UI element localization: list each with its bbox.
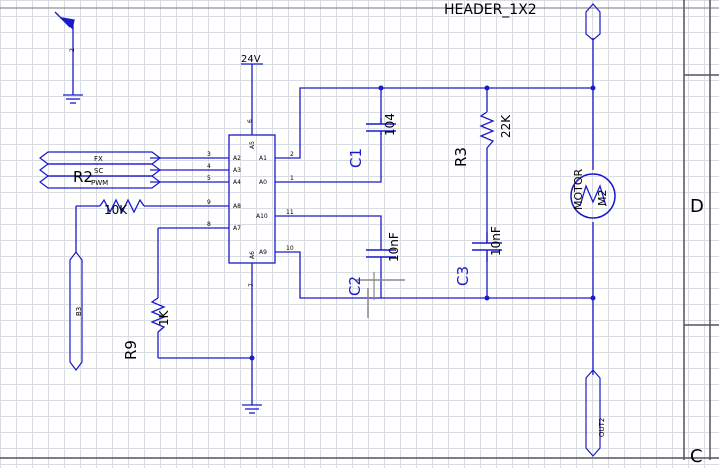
ic-pin-name: A7 (233, 225, 241, 232)
ic-pin-num: 3 (207, 151, 211, 158)
ic-pin-name: A10 (256, 213, 268, 220)
zone-label-c: C (690, 446, 703, 467)
header-port[interactable] (585, 3, 601, 41)
capacitor-c2[interactable] (355, 243, 405, 318)
value-c1: 104 (383, 113, 397, 136)
ic-pin-name: A9 (259, 249, 267, 256)
input-wires (75, 157, 252, 359)
value-r3: 22K (499, 114, 513, 138)
ic-pin-name: A0 (259, 179, 267, 186)
ref-c3: C3 (454, 266, 472, 286)
ref-motor: MOTOR (572, 168, 585, 210)
value-c3: 10nF (489, 226, 503, 256)
transistor-fragment[interactable] (54, 11, 83, 104)
ic-pin-num: 10 (286, 245, 294, 252)
ic-pin-num: 6 (247, 119, 254, 123)
value-motor: M2 (596, 190, 609, 207)
ic-pin-name: A5 (249, 141, 256, 149)
port-label-pwm: PWM (91, 179, 108, 187)
resistor-r3[interactable] (479, 111, 495, 149)
ic-pin-num: 11 (286, 209, 294, 216)
zone-label-d: D (690, 196, 704, 217)
ic-pin-num: 7 (248, 283, 255, 287)
junction (484, 295, 490, 301)
ref-c1: C1 (347, 148, 365, 168)
port-label-out2: OUT2 (598, 418, 606, 437)
value-r2: 10K (104, 203, 128, 217)
resistor-r2[interactable] (99, 198, 145, 214)
power-24v[interactable] (241, 63, 263, 135)
ref-r3: R3 (452, 147, 470, 167)
pin-number: 2 (69, 48, 76, 52)
ic-pin-num: 9 (207, 199, 211, 206)
junction (249, 355, 255, 361)
ic-ground[interactable] (242, 263, 262, 414)
ic-pin-num: 1 (290, 175, 294, 182)
ic-pin-name: A8 (233, 203, 241, 210)
port-label-sc: SC (94, 167, 103, 175)
motor-symbol (579, 184, 607, 207)
port-b3[interactable] (69, 251, 83, 371)
value-r9: 1K (157, 309, 171, 326)
junction (590, 85, 596, 91)
ic-pin-num: 4 (207, 163, 211, 170)
ref-r9: R9 (122, 340, 140, 360)
ic-pin-num: 8 (207, 221, 211, 228)
header-label: HEADER_1X2 (444, 2, 537, 18)
ic-pin-name: A4 (233, 179, 241, 186)
junction (378, 85, 384, 91)
port-label-fx: FX (94, 155, 103, 163)
junction (590, 295, 596, 301)
ref-c2: C2 (346, 276, 364, 296)
junction (484, 85, 490, 91)
ic-pin-num: 5 (207, 175, 211, 182)
port-label-b3: B3 (75, 307, 83, 316)
ic-pin-name: A3 (233, 167, 241, 174)
resistor-r9[interactable] (150, 297, 166, 333)
ic-pin-name: A6 (249, 251, 256, 259)
value-c2: 10nF (387, 232, 401, 262)
port-group[interactable] (39, 151, 161, 189)
ic-pin-name: A1 (259, 155, 267, 162)
power-label: 24V (241, 54, 261, 65)
capacitor-c3[interactable] (472, 232, 502, 262)
ic-pin-num: 2 (290, 151, 294, 158)
ref-r2: R2 (73, 168, 93, 186)
port-out2[interactable] (585, 369, 601, 457)
motor-m2[interactable] (570, 173, 616, 219)
capacitor-c1[interactable] (366, 118, 396, 135)
ic-pin-name: A2 (233, 155, 241, 162)
